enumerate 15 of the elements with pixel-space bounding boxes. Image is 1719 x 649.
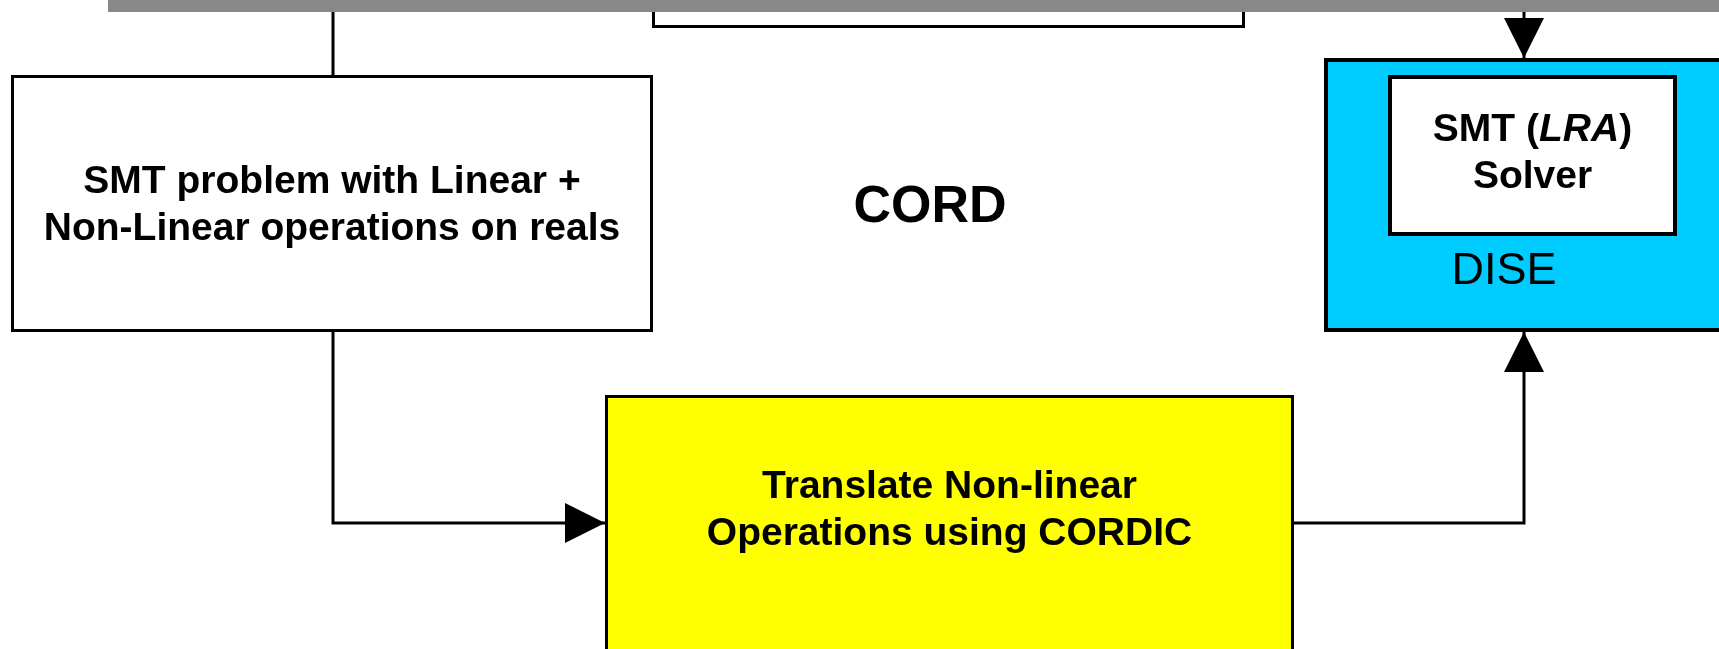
arrow	[1504, 12, 1544, 58]
inner-box	[1388, 75, 1677, 236]
arrow	[331, 332, 605, 543]
process-box	[1324, 58, 1719, 332]
connector-line	[331, 12, 335, 75]
arrow	[1294, 332, 1544, 525]
box-text: SMT (LRA) Solver	[1431, 105, 1634, 198]
header-bar	[108, 0, 1719, 12]
diagram-label: CORD	[852, 174, 1008, 235]
process-box	[605, 395, 1294, 649]
process-box	[11, 75, 653, 332]
box-text: SMT problem with Linear + Non-Linear operations on reals	[42, 157, 622, 250]
box-text: Translate Non-linear Operations using CORDIC	[705, 462, 1194, 555]
group-label: DISE	[1450, 242, 1558, 296]
process-box	[652, 12, 1245, 28]
